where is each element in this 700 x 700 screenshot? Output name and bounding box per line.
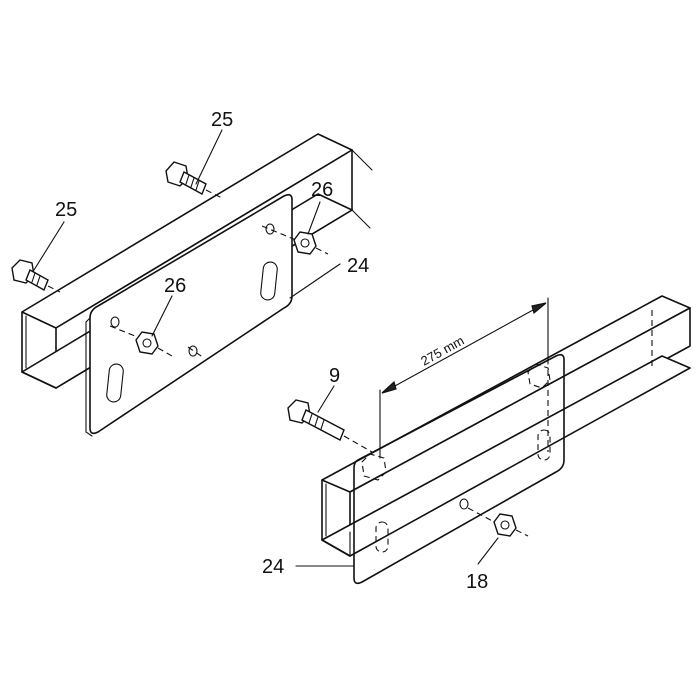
right-leaders [295, 385, 499, 567]
right-nut [293, 231, 329, 255]
left-splice-plate [85, 193, 297, 437]
hidden-nuts [361, 363, 551, 481]
callout-18: 18 [466, 571, 488, 593]
callout-25-left: 25 [55, 199, 77, 221]
callout-26-plate: 26 [164, 275, 186, 297]
callout-24-left: 24 [347, 255, 369, 277]
top-bolt [165, 161, 223, 199]
callout-9: 9 [329, 365, 340, 387]
right-channel-rail [321, 295, 691, 557]
left-leaders [33, 129, 341, 337]
left-bolt [11, 259, 61, 293]
callout-26-right: 26 [311, 179, 333, 201]
plate-nut [135, 331, 173, 357]
nut-18 [493, 513, 529, 537]
bolt-9 [287, 399, 373, 453]
callout-24-right: 24 [262, 556, 284, 578]
callout-25-top: 25 [211, 109, 233, 131]
dimension-275 [379, 297, 549, 459]
right-splice-plate [353, 353, 565, 585]
